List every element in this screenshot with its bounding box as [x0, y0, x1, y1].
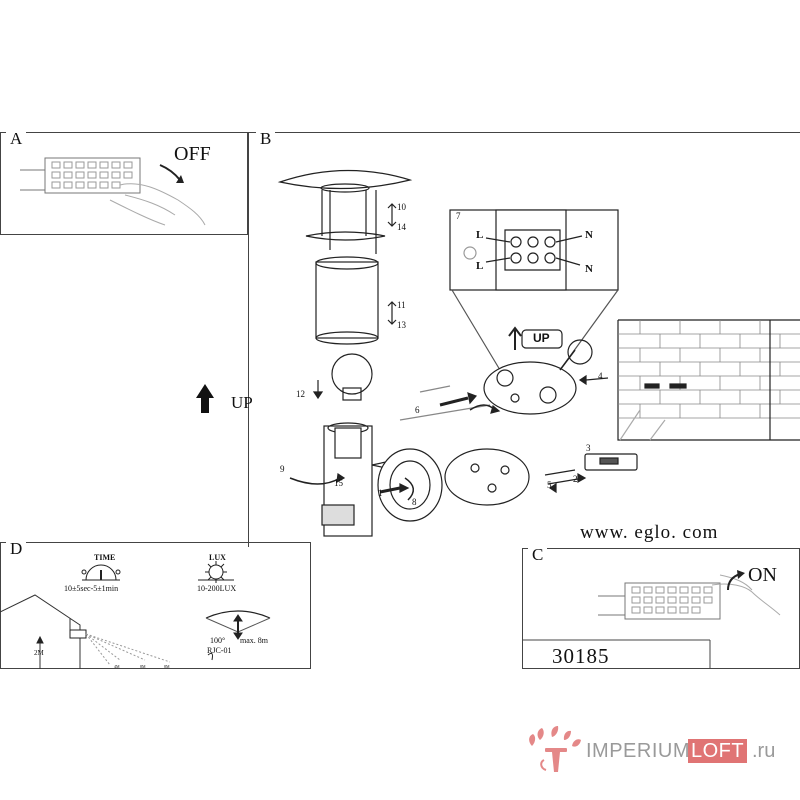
- step-6: 6: [415, 405, 420, 415]
- panel-d: [0, 542, 311, 669]
- step-1: 1: [378, 488, 383, 498]
- step-12: 12: [296, 389, 305, 399]
- dist-mark-1: 4M: [114, 664, 120, 669]
- step-2: 2: [573, 474, 578, 484]
- step-14: 14: [397, 222, 406, 232]
- time-title: TIME: [94, 553, 116, 562]
- wire-label-n2: N: [585, 263, 593, 275]
- watermark-tld: .ru: [752, 740, 776, 762]
- step-11: 11: [397, 300, 406, 310]
- step-10: 10: [397, 202, 406, 212]
- step-4: 4: [598, 371, 603, 381]
- wire-label-l2: L: [476, 260, 484, 272]
- wire-label-n1: N: [585, 229, 593, 241]
- panel-c-action: ON: [748, 564, 777, 586]
- website-url: www. eglo. com: [580, 522, 719, 543]
- up-label: UP: [231, 393, 253, 412]
- panel-b: [248, 132, 800, 547]
- step-9: 9: [280, 464, 285, 474]
- sensor-model-code: RJC-01: [207, 646, 232, 655]
- watermark-brand-b: LOFT: [688, 739, 748, 763]
- step-7: 7: [456, 211, 461, 221]
- step-8: 8: [412, 497, 417, 507]
- wire-label-l1: L: [476, 229, 484, 241]
- time-range: 10±5sec-5±1min: [64, 584, 119, 593]
- step-5: 5: [547, 480, 552, 490]
- detection-angle: 100°: [210, 636, 226, 645]
- up-stamp-label: UP: [533, 331, 550, 345]
- step-3: 3: [586, 443, 591, 453]
- detection-distance: max. 8m: [240, 636, 268, 645]
- dist-mark-2: 8M: [140, 664, 146, 669]
- panel-a-action: OFF: [174, 143, 211, 165]
- watermark-brand-a: IMPERIUM: [586, 740, 690, 762]
- panel-d-letter: D: [6, 540, 27, 558]
- step-13: 13: [397, 320, 406, 330]
- panel-c-letter: C: [528, 546, 548, 564]
- lux-range: 10-200LUX: [197, 584, 237, 593]
- mount-height: 2M: [34, 649, 44, 657]
- panel-a: [0, 132, 248, 235]
- dist-mark-3: 8M: [164, 664, 170, 669]
- model-number: 30185: [552, 644, 610, 668]
- panel-a-letter: A: [6, 130, 27, 148]
- step-15: 15: [334, 478, 343, 488]
- panel-b-letter: B: [256, 130, 276, 148]
- lux-title: LUX: [209, 553, 226, 562]
